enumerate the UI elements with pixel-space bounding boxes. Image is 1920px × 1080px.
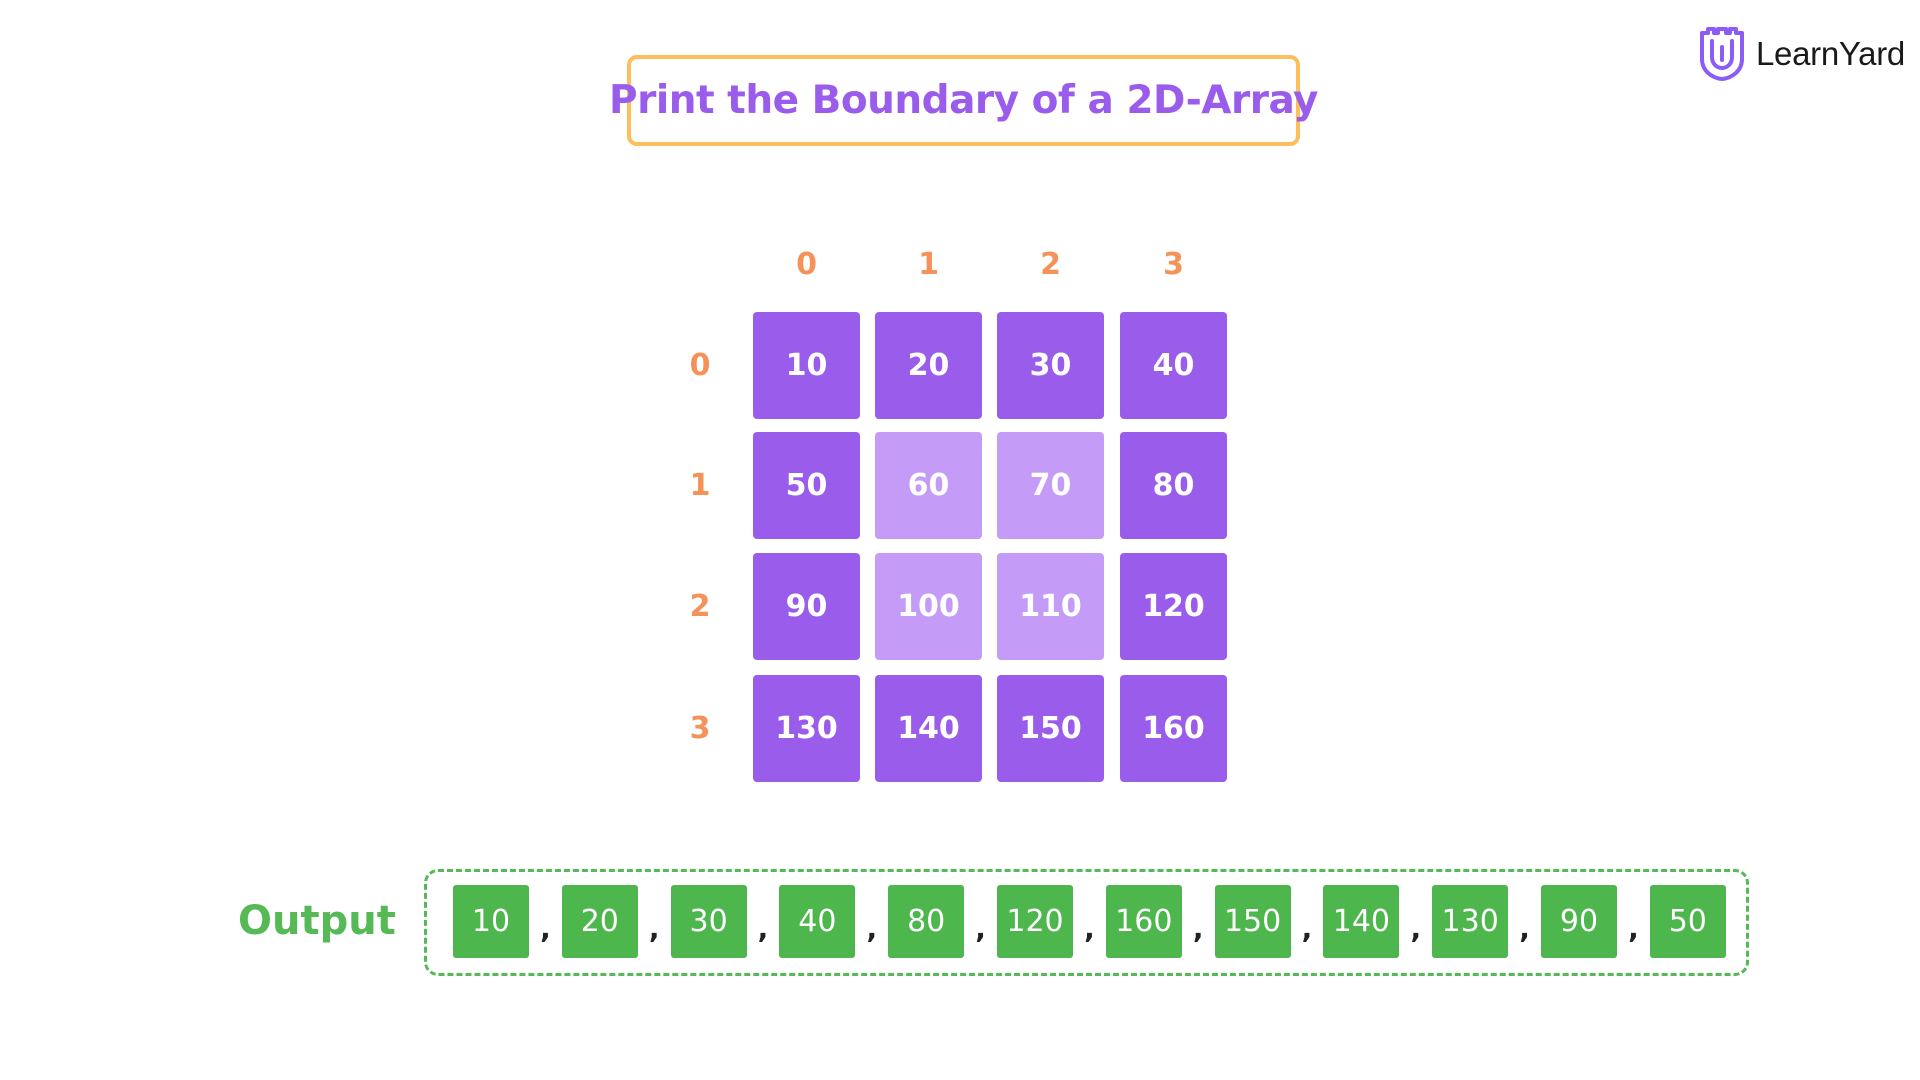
boundary-cell: 50 xyxy=(753,432,860,539)
output-box xyxy=(424,869,1749,976)
output-cell: 140 xyxy=(1323,885,1400,958)
inner-cell: 110 xyxy=(997,553,1104,660)
output-cell: 150 xyxy=(1214,885,1291,958)
boundary-cell: 130 xyxy=(753,675,860,782)
boundary-cell: 20 xyxy=(875,312,982,419)
output-cell: 20 xyxy=(561,885,638,958)
row-index: 0 xyxy=(689,347,711,383)
logo-text: LearnYard xyxy=(1756,35,1905,72)
output-separator: , xyxy=(1192,912,1204,945)
boundary-cell: 90 xyxy=(753,553,860,660)
output-cell: 40 xyxy=(779,885,856,958)
output-cell: 10 xyxy=(453,885,529,958)
boundary-cell: 10 xyxy=(753,312,860,419)
row-index: 2 xyxy=(689,588,711,624)
boundary-cell: 40 xyxy=(1120,312,1227,419)
column-index: 2 xyxy=(1040,247,1061,282)
output-separator: , xyxy=(757,912,769,945)
output-separator: , xyxy=(1084,912,1095,945)
boundary-cell: 120 xyxy=(1120,553,1227,660)
logo: LearnYard xyxy=(1698,27,1905,81)
column-index: 0 xyxy=(796,247,817,282)
row-index: 3 xyxy=(689,710,711,746)
inner-cell: 70 xyxy=(997,432,1104,539)
output-separator: , xyxy=(648,912,660,945)
boundary-cell: 80 xyxy=(1120,432,1227,539)
page-title: Print the Boundary of a 2D-Array xyxy=(609,78,1318,123)
row-index: 1 xyxy=(689,467,711,503)
boundary-cell: 160 xyxy=(1120,675,1227,782)
output-separator: , xyxy=(975,912,986,945)
learnyard-logo-icon xyxy=(1700,27,1744,81)
output-cell: 50 xyxy=(1649,885,1726,958)
output-separator: , xyxy=(1410,912,1422,945)
output-cell: 130 xyxy=(1432,885,1509,958)
output-cell: 30 xyxy=(670,885,747,958)
column-index: 1 xyxy=(918,247,939,282)
output-cell: 120 xyxy=(997,885,1073,958)
title-box: Print the Boundary of a 2D-Array xyxy=(609,55,1318,146)
output-separator: , xyxy=(540,912,551,945)
boundary-cell: 30 xyxy=(997,312,1104,419)
column-index: 3 xyxy=(1163,247,1184,282)
inner-cell: 60 xyxy=(875,432,982,539)
output-label: Output xyxy=(238,898,396,944)
output-separator: , xyxy=(1628,912,1639,945)
output-cell: 90 xyxy=(1541,885,1617,958)
output-cell: 80 xyxy=(888,885,965,958)
output-separator: , xyxy=(866,912,878,945)
output-cell: 160 xyxy=(1105,885,1182,958)
boundary-cell: 140 xyxy=(875,675,982,782)
boundary-cell: 150 xyxy=(997,675,1104,782)
output-separator: , xyxy=(1301,912,1313,945)
output-separator: , xyxy=(1519,912,1530,945)
inner-cell: 100 xyxy=(875,553,982,660)
